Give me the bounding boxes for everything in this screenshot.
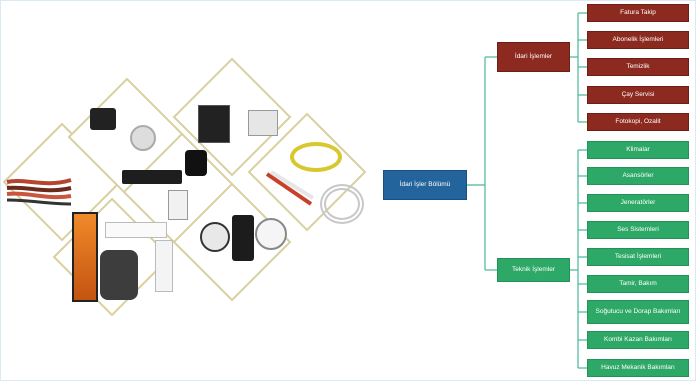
teknik-item-label: Soğutucu ve Dorap Bakımları (595, 308, 681, 315)
teknik-item-label: Jeneratörler (620, 199, 656, 206)
idari-item: Fatura Takip (587, 4, 689, 22)
floodlight-image (90, 108, 116, 130)
wire-coil-white-image (320, 184, 364, 224)
teknik-node-label: Teknik İşlemler (512, 266, 555, 273)
idari-item: Temizlik (587, 58, 689, 76)
idari-item-label: Çay Servisi (621, 91, 655, 98)
floor-ac-image (155, 240, 173, 292)
idari-node: İdari İşlemler (497, 42, 570, 72)
center-node-label: İdari İşler Bölümü (399, 181, 451, 188)
stand-fan-image (200, 222, 230, 252)
teknik-item: Asansörler (587, 167, 689, 185)
teknik-item: Tamir, Bakım (587, 275, 689, 293)
teknik-item-label: Tamir, Bakım (619, 280, 657, 287)
teknik-item: Kombi Kazan Bakımları (587, 331, 689, 349)
teknik-item-label: Havuz Mekanik Bakımları (601, 364, 675, 371)
teknik-item-label: Tesisat İşlemleri (614, 253, 662, 260)
breaker-image (168, 190, 188, 220)
tower-heater-image (72, 212, 98, 302)
idari-item-label: Fotokopi, Ozalit (615, 118, 661, 125)
power-strip-image (122, 170, 182, 184)
center-node: İdari İşler Bölümü (383, 170, 467, 200)
teknik-item: Jeneratörler (587, 194, 689, 212)
idari-item-label: Fatura Takip (620, 9, 656, 16)
lamp-image (130, 125, 156, 151)
ups-image (198, 105, 230, 143)
teknik-item-label: Ses Sistemleri (617, 226, 659, 233)
idari-node-label: İdari İşlemler (514, 53, 553, 60)
idari-item-label: Temizlik (626, 63, 650, 70)
teknik-item-label: Kombi Kazan Bakımları (604, 336, 672, 343)
idari-item: Abonelik İşlemleri (587, 31, 689, 49)
idari-item: Fotokopi, Ozalit (587, 113, 689, 131)
plug-image (185, 150, 207, 176)
air-cooler-image (232, 215, 254, 261)
cables-image (6, 178, 72, 206)
fan-heater-image (100, 250, 138, 300)
teknik-item: Tesisat İşlemleri (587, 248, 689, 266)
teknik-item-label: Asansörler (622, 172, 654, 179)
wire-strands-image (265, 170, 315, 206)
teknik-item: Havuz Mekanik Bakımları (587, 359, 689, 377)
air-conditioner-image (105, 222, 167, 238)
idari-item-label: Abonelik İşlemleri (612, 36, 664, 43)
teknik-item-label: Klimalar (626, 146, 650, 153)
wire-coil-yellow-image (290, 142, 342, 172)
table-fan-image (255, 218, 287, 250)
teknik-node: Teknik İşlemler (497, 258, 570, 282)
power-supply-image (248, 110, 278, 136)
teknik-item: Ses Sistemleri (587, 221, 689, 239)
idari-item: Çay Servisi (587, 86, 689, 104)
teknik-item: Soğutucu ve Dorap Bakımları (587, 300, 689, 324)
teknik-item: Klimalar (587, 141, 689, 159)
